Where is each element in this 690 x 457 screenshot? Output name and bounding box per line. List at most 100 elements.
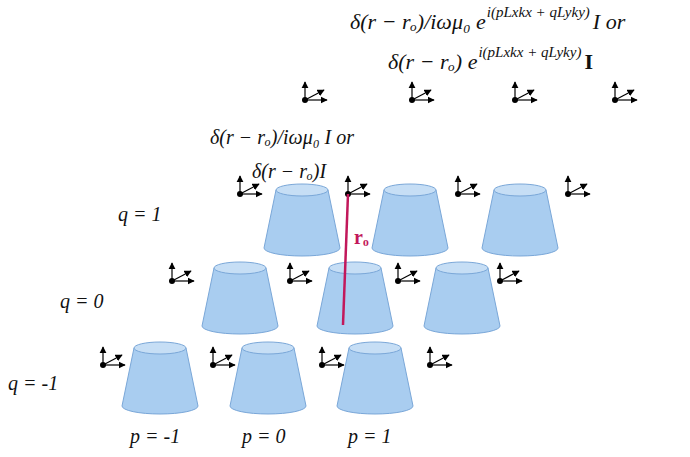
frustum-body	[122, 348, 198, 414]
axis-origin	[427, 362, 433, 368]
axis-triad	[210, 347, 235, 368]
axis-arrow	[430, 364, 452, 365]
frustum-array	[122, 184, 558, 414]
column-index: p = 0	[242, 425, 286, 447]
axis-origin	[512, 97, 518, 103]
frustum	[482, 184, 558, 256]
axis-arrow	[172, 280, 194, 281]
axis-arrow	[430, 355, 449, 365]
axis-origin	[237, 191, 243, 197]
frustum	[337, 342, 413, 414]
axis-arrow	[103, 355, 122, 365]
formula-text: I or	[593, 10, 625, 34]
axis-arrow	[290, 280, 312, 281]
frustum	[372, 184, 448, 256]
axis-triad	[497, 263, 522, 284]
frustum-top	[329, 262, 381, 274]
axis-arrow	[213, 364, 235, 365]
axis-arrow	[615, 99, 637, 100]
axis-arrow	[290, 271, 309, 281]
row-index: q = 0	[60, 290, 104, 312]
axis-arrow	[398, 280, 420, 281]
frustum-body	[482, 190, 558, 256]
frustum-body	[230, 348, 306, 414]
axis-arrow	[515, 90, 534, 100]
axis-origin	[409, 97, 415, 103]
axis-origin	[210, 362, 216, 368]
axis-arrow	[458, 184, 477, 194]
frustum-body	[424, 268, 500, 334]
axis-arrow	[568, 184, 587, 194]
axis-arrow	[322, 364, 344, 365]
axis-triad	[395, 263, 420, 284]
row-index: q = -1	[8, 372, 58, 394]
formula-exponent: i(pLxkx + qLyky)	[478, 44, 581, 61]
axis-arrow	[398, 271, 417, 281]
axis-arrow	[412, 90, 431, 100]
axis-triad	[612, 82, 637, 103]
axis-arrow	[500, 271, 519, 281]
frustum	[202, 262, 278, 334]
axis-triad	[169, 263, 194, 284]
frustum-body	[372, 190, 448, 256]
frustum-body	[317, 268, 393, 334]
axis-origin	[302, 97, 308, 103]
frustum-top	[134, 342, 186, 354]
axis-arrow	[348, 193, 370, 194]
axis-origin	[395, 278, 401, 284]
axis-arrow	[568, 193, 590, 194]
axis-arrow	[240, 193, 262, 194]
axis-triad	[100, 347, 125, 368]
frustum	[317, 262, 393, 334]
axis-arrow	[305, 99, 327, 100]
axis-triad	[409, 82, 434, 103]
axis-triad	[345, 176, 370, 197]
axis-triad	[319, 347, 344, 368]
axis-triad	[427, 347, 452, 368]
frustum-top	[214, 262, 266, 274]
axis-arrow	[213, 355, 232, 365]
frustum	[230, 342, 306, 414]
frustum-top	[276, 184, 328, 196]
row-index: q = 1	[118, 203, 162, 225]
axis-origin	[455, 191, 461, 197]
axis-origin	[497, 278, 503, 284]
frustum-top	[494, 184, 546, 196]
axis-triad	[287, 263, 312, 284]
axis-arrow	[348, 184, 367, 194]
axis-arrow	[172, 271, 191, 281]
axis-arrow	[500, 280, 522, 281]
axis-origin	[612, 97, 618, 103]
axis-triad	[302, 82, 327, 103]
axis-arrow	[240, 184, 259, 194]
axis-triad	[565, 176, 590, 197]
axis-arrow	[322, 355, 341, 365]
frustum	[424, 262, 500, 334]
axis-triads	[100, 82, 637, 368]
formula-text: δ(r − rₒ)/iωμ₀ e	[350, 10, 486, 34]
axis-arrow	[515, 99, 537, 100]
axis-origin	[169, 278, 175, 284]
frustum-top	[384, 184, 436, 196]
frustum-top	[436, 262, 488, 274]
formula-text: I	[584, 50, 593, 74]
axis-arrow	[103, 364, 125, 365]
formula-exponent: i(pLxkx + qLyky)	[487, 4, 590, 21]
formula-text: δ(r − rₒ)/iωμ₀ I or	[210, 126, 354, 148]
axis-triad	[455, 176, 480, 197]
axis-origin	[100, 362, 106, 368]
column-index: p = 1	[348, 425, 392, 447]
axis-triad	[512, 82, 537, 103]
axis-arrow	[615, 90, 634, 100]
frustum-top	[349, 342, 401, 354]
axis-arrow	[458, 193, 480, 194]
axis-origin	[287, 278, 293, 284]
frustum-body	[264, 190, 340, 256]
frustum	[264, 184, 340, 256]
vector-label: rₒ	[354, 226, 369, 248]
axis-arrow	[412, 99, 434, 100]
column-index: p = -1	[130, 425, 180, 447]
axis-arrow	[305, 90, 324, 100]
axis-origin	[565, 191, 571, 197]
